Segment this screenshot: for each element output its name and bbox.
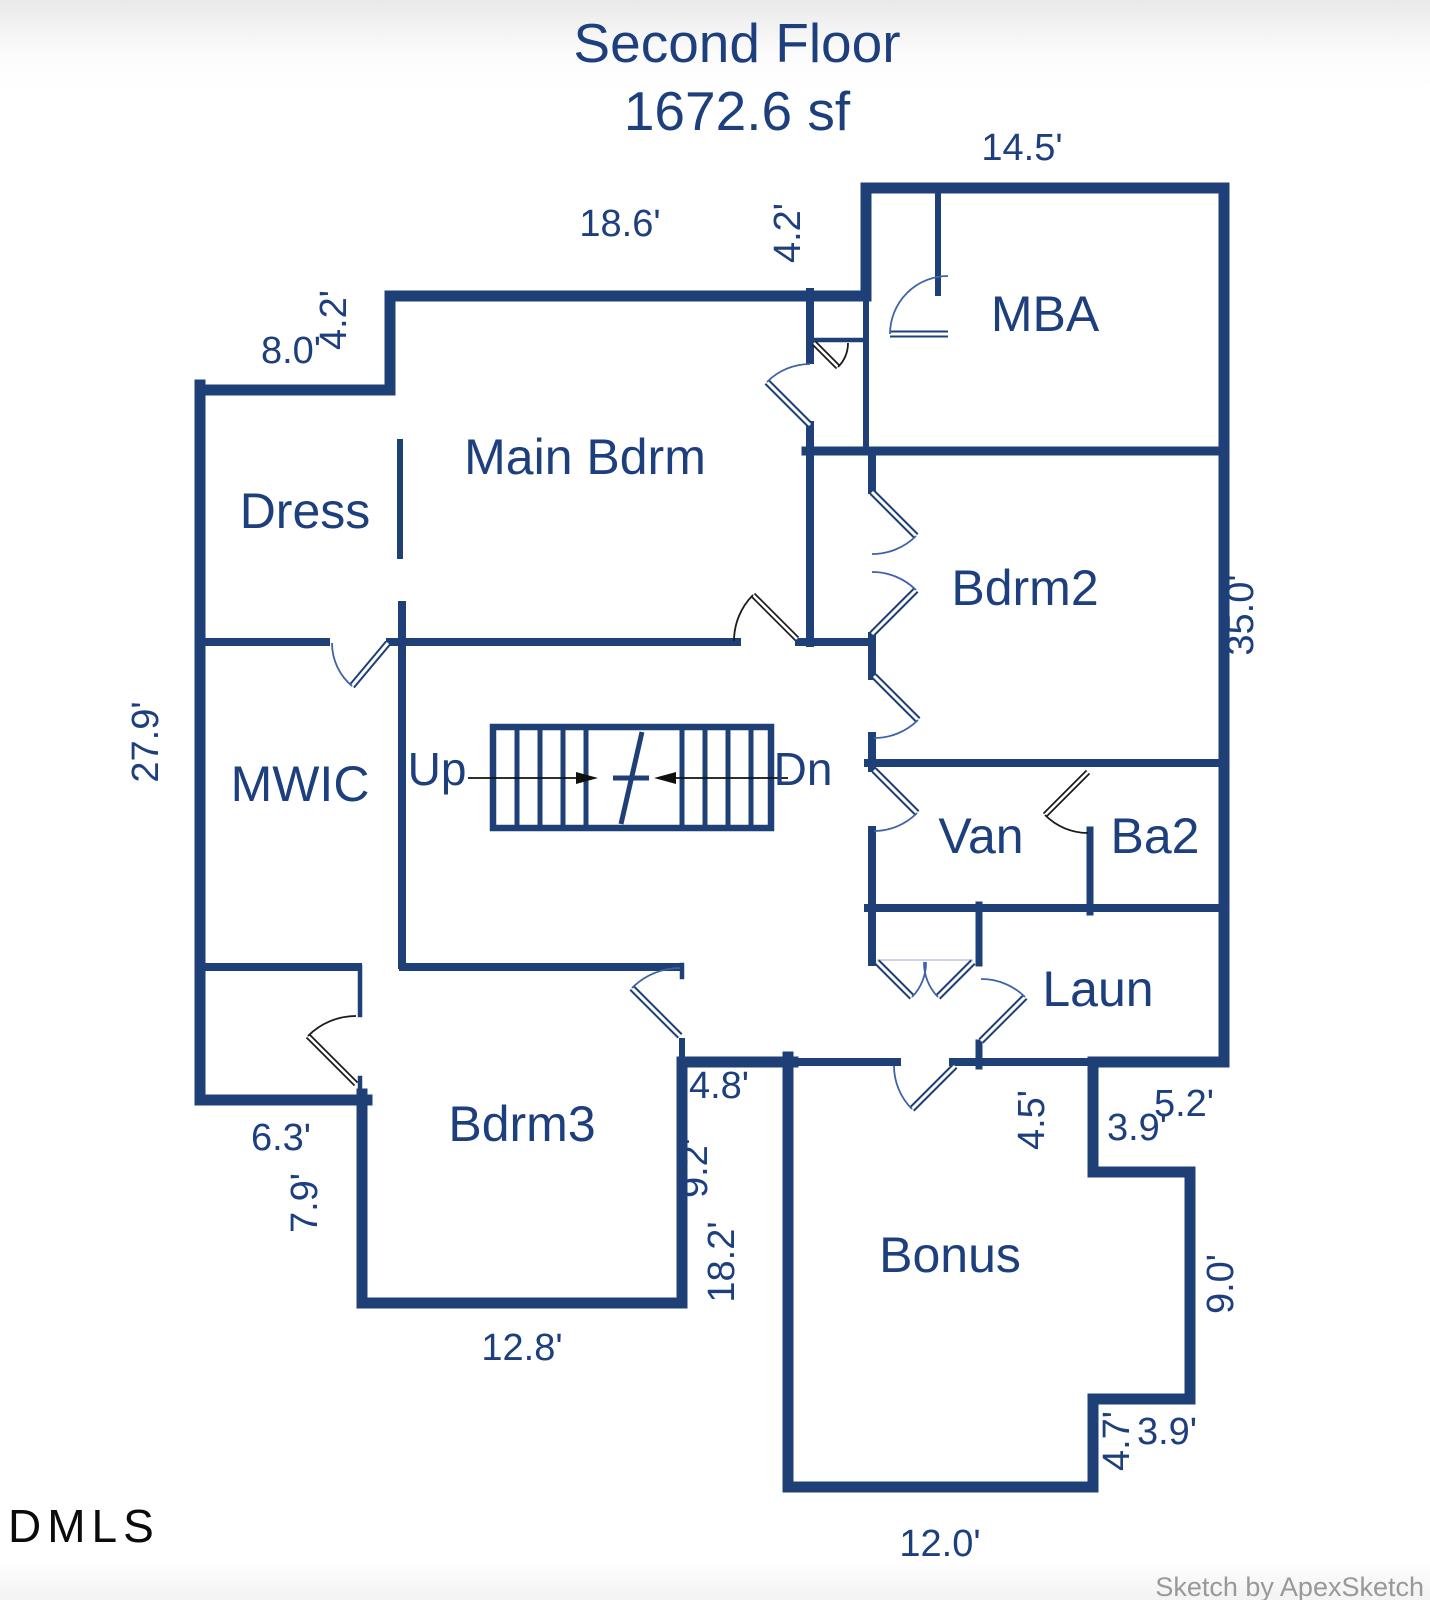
- dim-step2-down: 4.7': [1096, 1411, 1138, 1471]
- dim-step-down: 4.5': [1011, 1090, 1053, 1150]
- dim-main-top: 18.6': [579, 203, 660, 245]
- dim-bdrm3-bottom: 12.8': [481, 1327, 562, 1369]
- sketch-credit: Sketch by ApexSketch: [1155, 1572, 1424, 1600]
- dim-left: 27.9': [125, 701, 167, 782]
- dim-step2-right: 3.9': [1137, 1411, 1197, 1453]
- room-label-bdrm3: Bdrm3: [448, 1096, 595, 1152]
- room-label-mba: MBA: [991, 286, 1100, 342]
- labels: Second Floor 1672.6 sf MBA Main Bdrm Dre…: [8, 12, 1424, 1600]
- stairs-dn-label: Dn: [774, 743, 833, 795]
- page-subtitle-sqft: 1672.6 sf: [624, 80, 851, 142]
- dim-bdrm3-left: 7.9': [284, 1173, 326, 1233]
- page-title: Second Floor: [573, 12, 900, 74]
- room-label-mwic: MWIC: [231, 756, 370, 812]
- dim-notch-width: 4.8': [689, 1065, 749, 1107]
- outer-wall-left: [194, 379, 373, 1106]
- dim-bonus-left: 18.2': [701, 1221, 743, 1302]
- room-label-ba2: Ba2: [1111, 808, 1200, 864]
- dim-bonus-right: 9.0': [1200, 1254, 1242, 1314]
- room-label-laun: Laun: [1042, 961, 1153, 1017]
- dim-mba-left: 4.2': [767, 203, 809, 263]
- dim-top: 14.5': [981, 127, 1062, 169]
- dim-closet-bottom: 6.3': [251, 1117, 311, 1159]
- dim-dress-top: 8.0': [261, 330, 321, 372]
- dim-step-right: 3.9': [1107, 1107, 1167, 1149]
- room-label-main-bdrm: Main Bdrm: [464, 429, 706, 485]
- dim-bonus-bottom: 12.0': [899, 1523, 980, 1565]
- dim-notch-height: 9.2': [674, 1138, 716, 1198]
- dim-laun-bottom: 5.2': [1154, 1083, 1214, 1125]
- room-label-van: Van: [938, 808, 1023, 864]
- walls: [194, 182, 1230, 1493]
- mls-watermark: DMLS: [8, 1500, 160, 1552]
- dim-right: 35.0': [1220, 574, 1262, 655]
- dim-dress-jog: 4.2': [313, 290, 355, 350]
- stairs-icon: [468, 723, 788, 832]
- stairs-up-label: Up: [408, 743, 467, 795]
- room-label-bonus: Bonus: [879, 1227, 1021, 1283]
- room-label-bdrm2: Bdrm2: [951, 560, 1098, 616]
- room-label-dress: Dress: [240, 483, 371, 539]
- door-swings: [305, 275, 1091, 1112]
